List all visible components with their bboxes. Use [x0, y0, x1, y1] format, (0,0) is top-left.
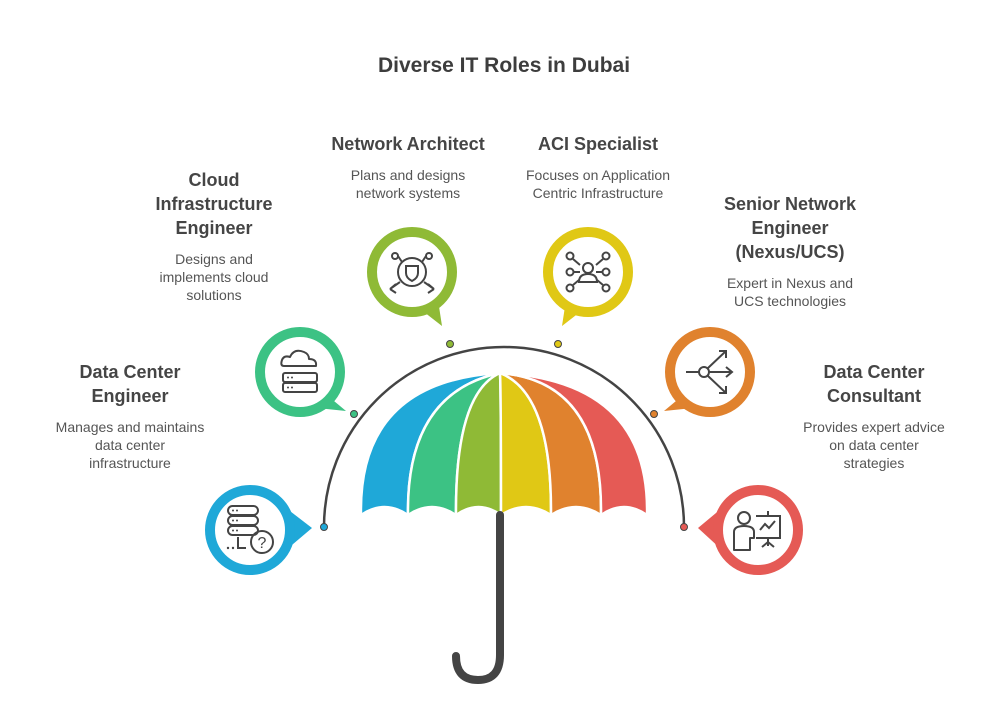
- role-heading: ACI Specialist: [537, 134, 659, 154]
- umbrella-canopy: [359, 371, 649, 517]
- role-heading: Cloud: [188, 170, 240, 190]
- arc-marker-dot: [680, 523, 688, 531]
- umbrella-handle: [452, 511, 504, 685]
- connector-arc: [322, 345, 686, 528]
- network-shield-icon: [389, 252, 435, 294]
- arc-marker-dot: [554, 340, 562, 348]
- role-heading: Senior Network: [723, 194, 857, 214]
- role-desc: Manages and maintains: [55, 419, 205, 435]
- server-question-icon: ?: [226, 505, 274, 554]
- role-desc: Provides expert advice: [803, 419, 945, 435]
- role-desc: Plans and designs: [350, 167, 466, 183]
- role-desc: Expert in Nexus and: [726, 275, 854, 291]
- arc-marker-dot: [446, 340, 454, 348]
- role-text-network-architect: Network Architect Plans and designs netwo…: [331, 132, 484, 202]
- role-bubble-network-architect: [367, 227, 457, 326]
- role-desc: data center: [94, 437, 166, 453]
- user-network-icon: [565, 251, 611, 293]
- page-title: Diverse IT Roles in Dubai: [377, 54, 631, 77]
- role-bubble-data-center-consultant: [698, 485, 803, 575]
- role-heading: (Nexus/UCS): [735, 242, 845, 262]
- role-desc: Centric Infrastructure: [532, 185, 664, 201]
- bubble-ring: [367, 227, 457, 317]
- role-desc: network systems: [355, 185, 461, 201]
- arc-marker-dot: [350, 410, 358, 418]
- presenter-chart-icon: [733, 511, 781, 551]
- role-bubble-data-center-engineer: ?: [205, 485, 312, 575]
- role-desc: Designs and: [175, 251, 253, 267]
- canopy-panel: [498, 371, 649, 517]
- role-heading: Infrastructure: [155, 194, 273, 214]
- role-heading: Data Center: [79, 362, 181, 382]
- role-desc: strategies: [843, 455, 905, 471]
- role-heading: Network Architect: [331, 134, 485, 154]
- role-desc: solutions: [186, 287, 242, 303]
- role-heading: Engineer: [175, 218, 253, 238]
- role-desc: infrastructure: [89, 455, 171, 471]
- role-desc: UCS technologies: [733, 293, 847, 309]
- role-desc: Focuses on Application: [526, 167, 670, 183]
- bubble-ring: [205, 485, 295, 575]
- role-heading: Data Center: [823, 362, 925, 382]
- arc-marker-dot: [650, 410, 658, 418]
- role-bubble-senior-network-engineer-nexus-ucs: [664, 327, 755, 417]
- role-desc: implements cloud: [159, 269, 269, 285]
- arc-marker-dot: [320, 523, 328, 531]
- role-desc: on data center: [829, 437, 919, 453]
- role-bubble-cloud-infrastructure-engineer: [255, 327, 346, 417]
- bubble-ring: [713, 485, 803, 575]
- branch-arrows-icon: [686, 350, 734, 394]
- role-heading: Engineer: [751, 218, 829, 238]
- cloud-server-icon: [280, 349, 318, 393]
- svg-text:?: ?: [258, 535, 267, 552]
- role-heading: Consultant: [826, 386, 921, 406]
- role-bubble-aci-specialist: [543, 227, 633, 326]
- role-heading: Engineer: [91, 386, 169, 406]
